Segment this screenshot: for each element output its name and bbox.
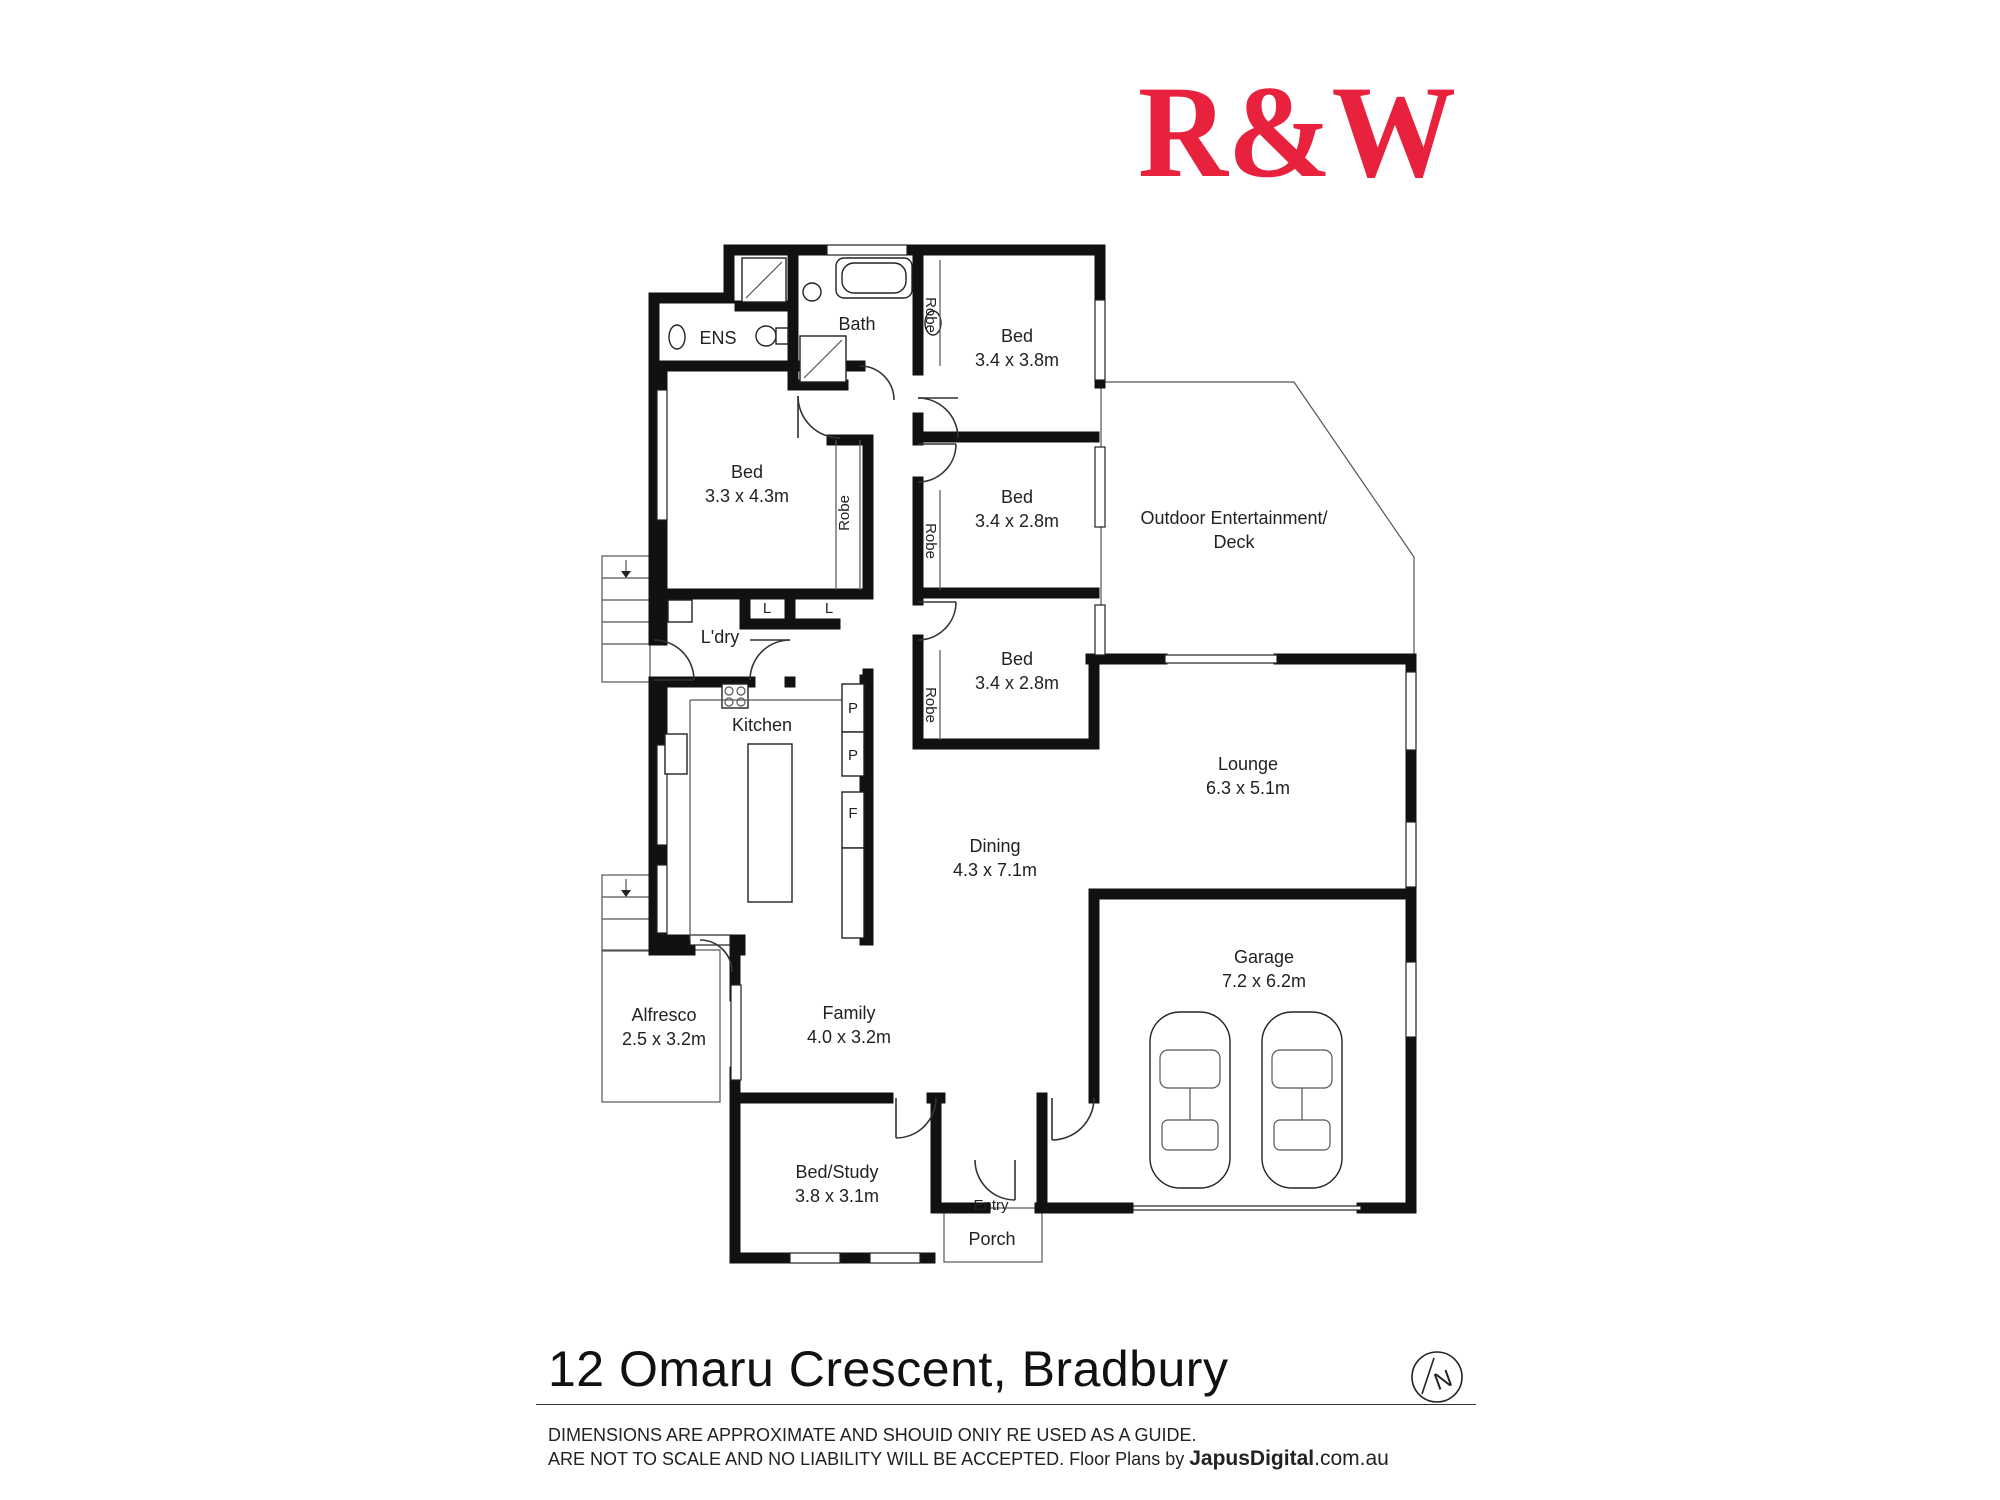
label-lounge: Lounge [1218, 754, 1278, 774]
doors [653, 365, 1095, 1201]
label-bed-2: Bed [1001, 487, 1033, 507]
stairs-bottom [601, 874, 651, 952]
label-linen-2: L [825, 600, 833, 617]
label-garage-size: 7.2 x 6.2m [1222, 971, 1306, 991]
basin-ens [668, 324, 686, 350]
label-bed-1: Bed [1001, 326, 1033, 346]
toilet-ens [755, 325, 777, 347]
label-pantry-1: P [848, 700, 858, 717]
label-dining-size: 4.3 x 7.1m [953, 860, 1037, 880]
label-dining: Dining [969, 836, 1020, 856]
walls [648, 244, 1417, 1264]
label-porch: Porch [968, 1229, 1015, 1249]
label-bed-3: Bed [1001, 649, 1033, 669]
label-laundry: L'dry [701, 627, 739, 647]
label-entry: Entry [973, 1197, 1009, 1214]
toilet-bath [802, 282, 822, 302]
label-pantry-2: P [848, 747, 858, 764]
fixtures [664, 257, 942, 940]
credit-domain: .com.au [1314, 1447, 1389, 1470]
porch-outline [943, 1207, 1043, 1263]
alfresco-outline [601, 949, 721, 1103]
label-robe-master: Robe [836, 495, 853, 531]
label-deck-2: Deck [1213, 532, 1255, 552]
car-left-icon [1149, 1011, 1231, 1189]
property-address: 12 Omaru Crescent, Bradbury [548, 1341, 1229, 1397]
north-arrow-icon: N [1411, 1351, 1463, 1403]
label-bed-master: Bed [731, 462, 763, 482]
label-family-size: 4.0 x 3.2m [807, 1027, 891, 1047]
windows [656, 244, 1417, 1264]
label-alfresco: Alfresco [631, 1005, 696, 1025]
label-robe-1: Robe [922, 297, 939, 333]
logo-text: R&W [1138, 58, 1456, 198]
label-bed-2-size: 3.4 x 2.8m [975, 511, 1059, 531]
label-family: Family [823, 1003, 876, 1023]
rw-logo: R&W [1138, 58, 1456, 198]
label-linen-1: L [763, 600, 771, 617]
label-robe-3: Robe [922, 687, 939, 723]
label-fridge: F [848, 805, 857, 822]
north-letter: N [1430, 1365, 1456, 1396]
label-robe-2: Robe [922, 523, 939, 559]
disclaimer: DIMENSIONS ARE APPROXIMATE AND SHOUID ON… [548, 1424, 1389, 1471]
label-alfresco-size: 2.5 x 3.2m [622, 1029, 706, 1049]
label-bed-master-size: 3.3 x 4.3m [705, 486, 789, 506]
label-garage: Garage [1234, 947, 1294, 967]
label-ens: ENS [699, 328, 736, 348]
laundry-tub [667, 599, 693, 623]
label-bath: Bath [838, 314, 875, 334]
label-study-size: 3.8 x 3.1m [795, 1186, 879, 1206]
car-right-icon [1261, 1011, 1343, 1189]
pantry-blocks [841, 683, 865, 939]
label-kitchen: Kitchen [732, 715, 792, 735]
disclaimer-line-2: ARE NOT TO SCALE AND NO LIABILITY WILL B… [548, 1449, 1185, 1469]
label-deck-1: Outdoor Entertainment/ [1140, 508, 1327, 528]
kitchen-island [747, 743, 793, 903]
label-bed-1-size: 3.4 x 3.8m [975, 350, 1059, 370]
label-bed-3-size: 3.4 x 2.8m [975, 673, 1059, 693]
sink [664, 733, 688, 775]
disclaimer-line-2-wrap: ARE NOT TO SCALE AND NO LIABILITY WILL B… [548, 1447, 1389, 1471]
disclaimer-line-1: DIMENSIONS ARE APPROXIMATE AND SHOUID ON… [548, 1425, 1197, 1445]
label-lounge-size: 6.3 x 5.1m [1206, 778, 1290, 798]
label-study: Bed/Study [795, 1162, 878, 1182]
stairs-top [601, 555, 651, 683]
credit-brand: JapusDigital [1189, 1447, 1315, 1470]
basin-bath [924, 310, 942, 336]
address-underline [536, 1404, 1476, 1405]
